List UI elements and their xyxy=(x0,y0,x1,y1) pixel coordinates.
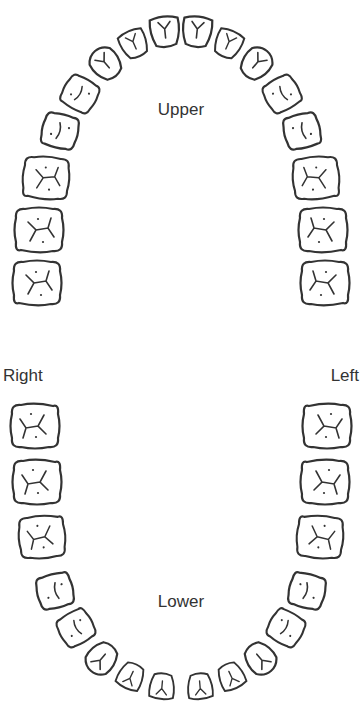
upper-right-teeth xyxy=(13,15,181,305)
arch-label: Right xyxy=(3,366,43,386)
lower-right-teeth xyxy=(11,404,176,700)
arch-label: Lower xyxy=(158,592,204,612)
arch-label: Upper xyxy=(158,100,204,120)
upper-left-teeth xyxy=(181,15,349,305)
lower-left-teeth xyxy=(187,404,352,700)
arch-label: Left xyxy=(331,366,359,386)
